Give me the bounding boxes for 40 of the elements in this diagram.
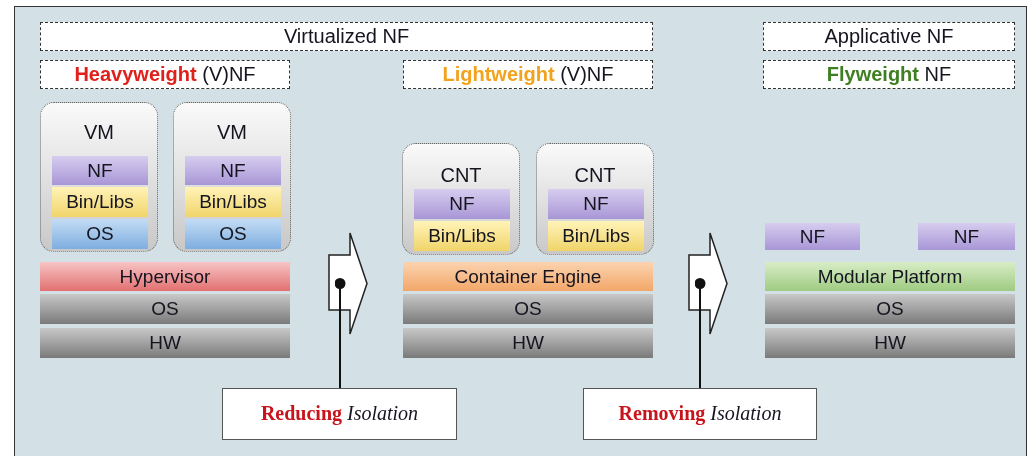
layer-bar: Modular Platform <box>765 262 1015 291</box>
layer-bar: OS <box>40 294 290 324</box>
layer-bar: Bin/Libs <box>548 221 644 251</box>
header-label: Applicative NF <box>763 22 1015 51</box>
layer-bar: Hypervisor <box>40 262 290 291</box>
block-arrow <box>328 232 368 335</box>
box-title: VM <box>83 121 115 144</box>
header-label: Flyweight NF <box>763 60 1015 89</box>
layer-bar: Container Engine <box>403 262 653 291</box>
layer-bar: HW <box>403 328 653 358</box>
layer-bar: NF <box>765 223 860 250</box>
layer-bar: NF <box>548 189 644 219</box>
container-box <box>536 143 654 255</box>
layer-bar: OS <box>52 219 148 249</box>
header-label: Virtualized NF <box>40 22 653 51</box>
layer-bar: NF <box>52 156 148 185</box>
vm-container <box>40 102 158 252</box>
block-arrow <box>688 232 728 335</box>
layer-bar: NF <box>185 156 281 185</box>
layer-bar: Bin/Libs <box>185 187 281 217</box>
callout-box: Reducing Isolation <box>222 388 457 440</box>
leader-line <box>334 278 346 389</box>
layer-bar: NF <box>918 223 1015 250</box>
leader-line <box>694 278 706 389</box>
box-title: CNT <box>573 164 617 187</box>
box-title: VM <box>216 121 248 144</box>
box-title: CNT <box>439 164 483 187</box>
layer-bar: NF <box>414 189 510 219</box>
layer-bar: Bin/Libs <box>414 221 510 251</box>
layer-bar: HW <box>40 328 290 358</box>
layer-bar: Bin/Libs <box>52 187 148 217</box>
layer-bar: OS <box>185 219 281 249</box>
layer-bar: OS <box>403 294 653 324</box>
layer-bar: HW <box>765 328 1015 358</box>
container-box <box>402 143 520 255</box>
header-label: Heavyweight (V)NF <box>40 60 290 89</box>
vm-container <box>173 102 291 252</box>
layer-bar: OS <box>765 294 1015 324</box>
callout-box: Removing Isolation <box>583 388 817 440</box>
header-label: Lightweight (V)NF <box>403 60 653 89</box>
